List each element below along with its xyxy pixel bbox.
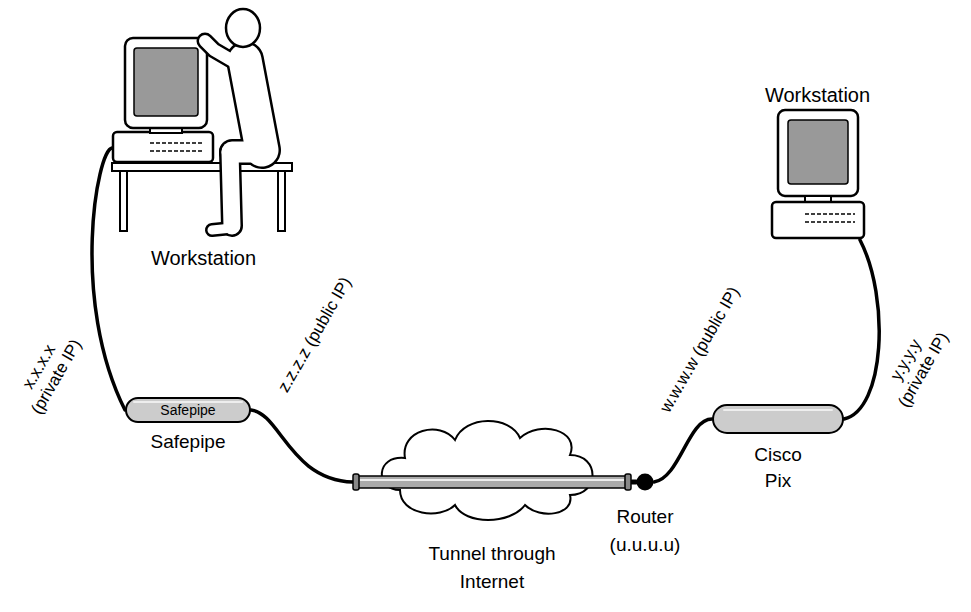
workstation-figure-art-part [120, 171, 127, 231]
workstation-figure-art-part-part [230, 152, 232, 226]
workstation-figure-art-part [805, 213, 855, 215]
internet-tunnel: Tunnel through Internet [353, 418, 632, 600]
workstation-figure-art-part [788, 120, 848, 184]
router-dot: Router (u.u.u.u) [636, 473, 654, 491]
workstation-figure-art-part [113, 132, 213, 162]
node-label: Workstation [745, 82, 890, 108]
workstation-figure-art-part [805, 221, 855, 223]
node-label: Router (u.u.u.u) [600, 503, 690, 559]
cisco-pix-device-art-part [724, 409, 832, 411]
workstation-figure-art-part-part [245, 60, 262, 150]
workstation-figure-art-part [125, 38, 207, 128]
safepipe-device: SafepipeSafepipe [125, 397, 251, 459]
internet-tunnel-art-part [353, 474, 359, 490]
ip-address-label: y.y.y.y (private IP) [875, 316, 955, 414]
network-cable [844, 240, 879, 419]
internet-tunnel-art-part [625, 474, 631, 490]
workstation-figure-art-part [226, 9, 260, 47]
network-cable [654, 419, 712, 482]
network-cable [632, 480, 636, 485]
workstation-figure-art-part [778, 110, 858, 196]
workstation-figure-art-part [134, 48, 198, 116]
workstation-figure-art-part [278, 171, 285, 231]
internet-tunnel-art-part [355, 476, 629, 488]
internet-tunnel-art-part [382, 421, 593, 520]
cisco-pix-device: Cisco Pix [712, 404, 844, 496]
workstation-figure-art-part-part [212, 228, 232, 230]
workstation-figure-art-part [150, 142, 202, 144]
ip-address-label: w.w.w.w (public IP) [656, 284, 744, 417]
workstation-figure-art-part-part [245, 60, 262, 150]
safepipe-device-art-part [126, 398, 250, 422]
workstation-figure-art-part [150, 150, 202, 152]
network-cable [251, 410, 353, 482]
ip-address-label: z.z.z.z (public IP) [274, 274, 356, 396]
ip-address-label: x.x.x.x (private IP) [8, 323, 88, 421]
workstation-figure: Workstation [112, 5, 295, 277]
cisco-pix-device-art-part [713, 405, 843, 433]
workstation-figure-art-part-part [230, 152, 232, 226]
internet-tunnel-art-part [360, 479, 624, 481]
workstation-figure-art-part [205, 41, 262, 230]
node-caption: Safepipe [125, 429, 251, 455]
node-label: Workstation [112, 245, 295, 271]
workstation-figure-art-part [205, 41, 262, 230]
workstation-figure-art-part [772, 202, 864, 238]
node-label: Cisco Pix [748, 442, 808, 494]
node-label: Safepipe [125, 397, 251, 423]
router-dot-art-part [637, 474, 654, 491]
workstation-figure: Workstation [745, 80, 890, 240]
router-dot-art [636, 473, 654, 491]
node-label: Tunnel through Internet [417, 540, 567, 596]
workstation-figure-art-part-part [212, 228, 232, 230]
workstation-figure-art [112, 5, 295, 277]
